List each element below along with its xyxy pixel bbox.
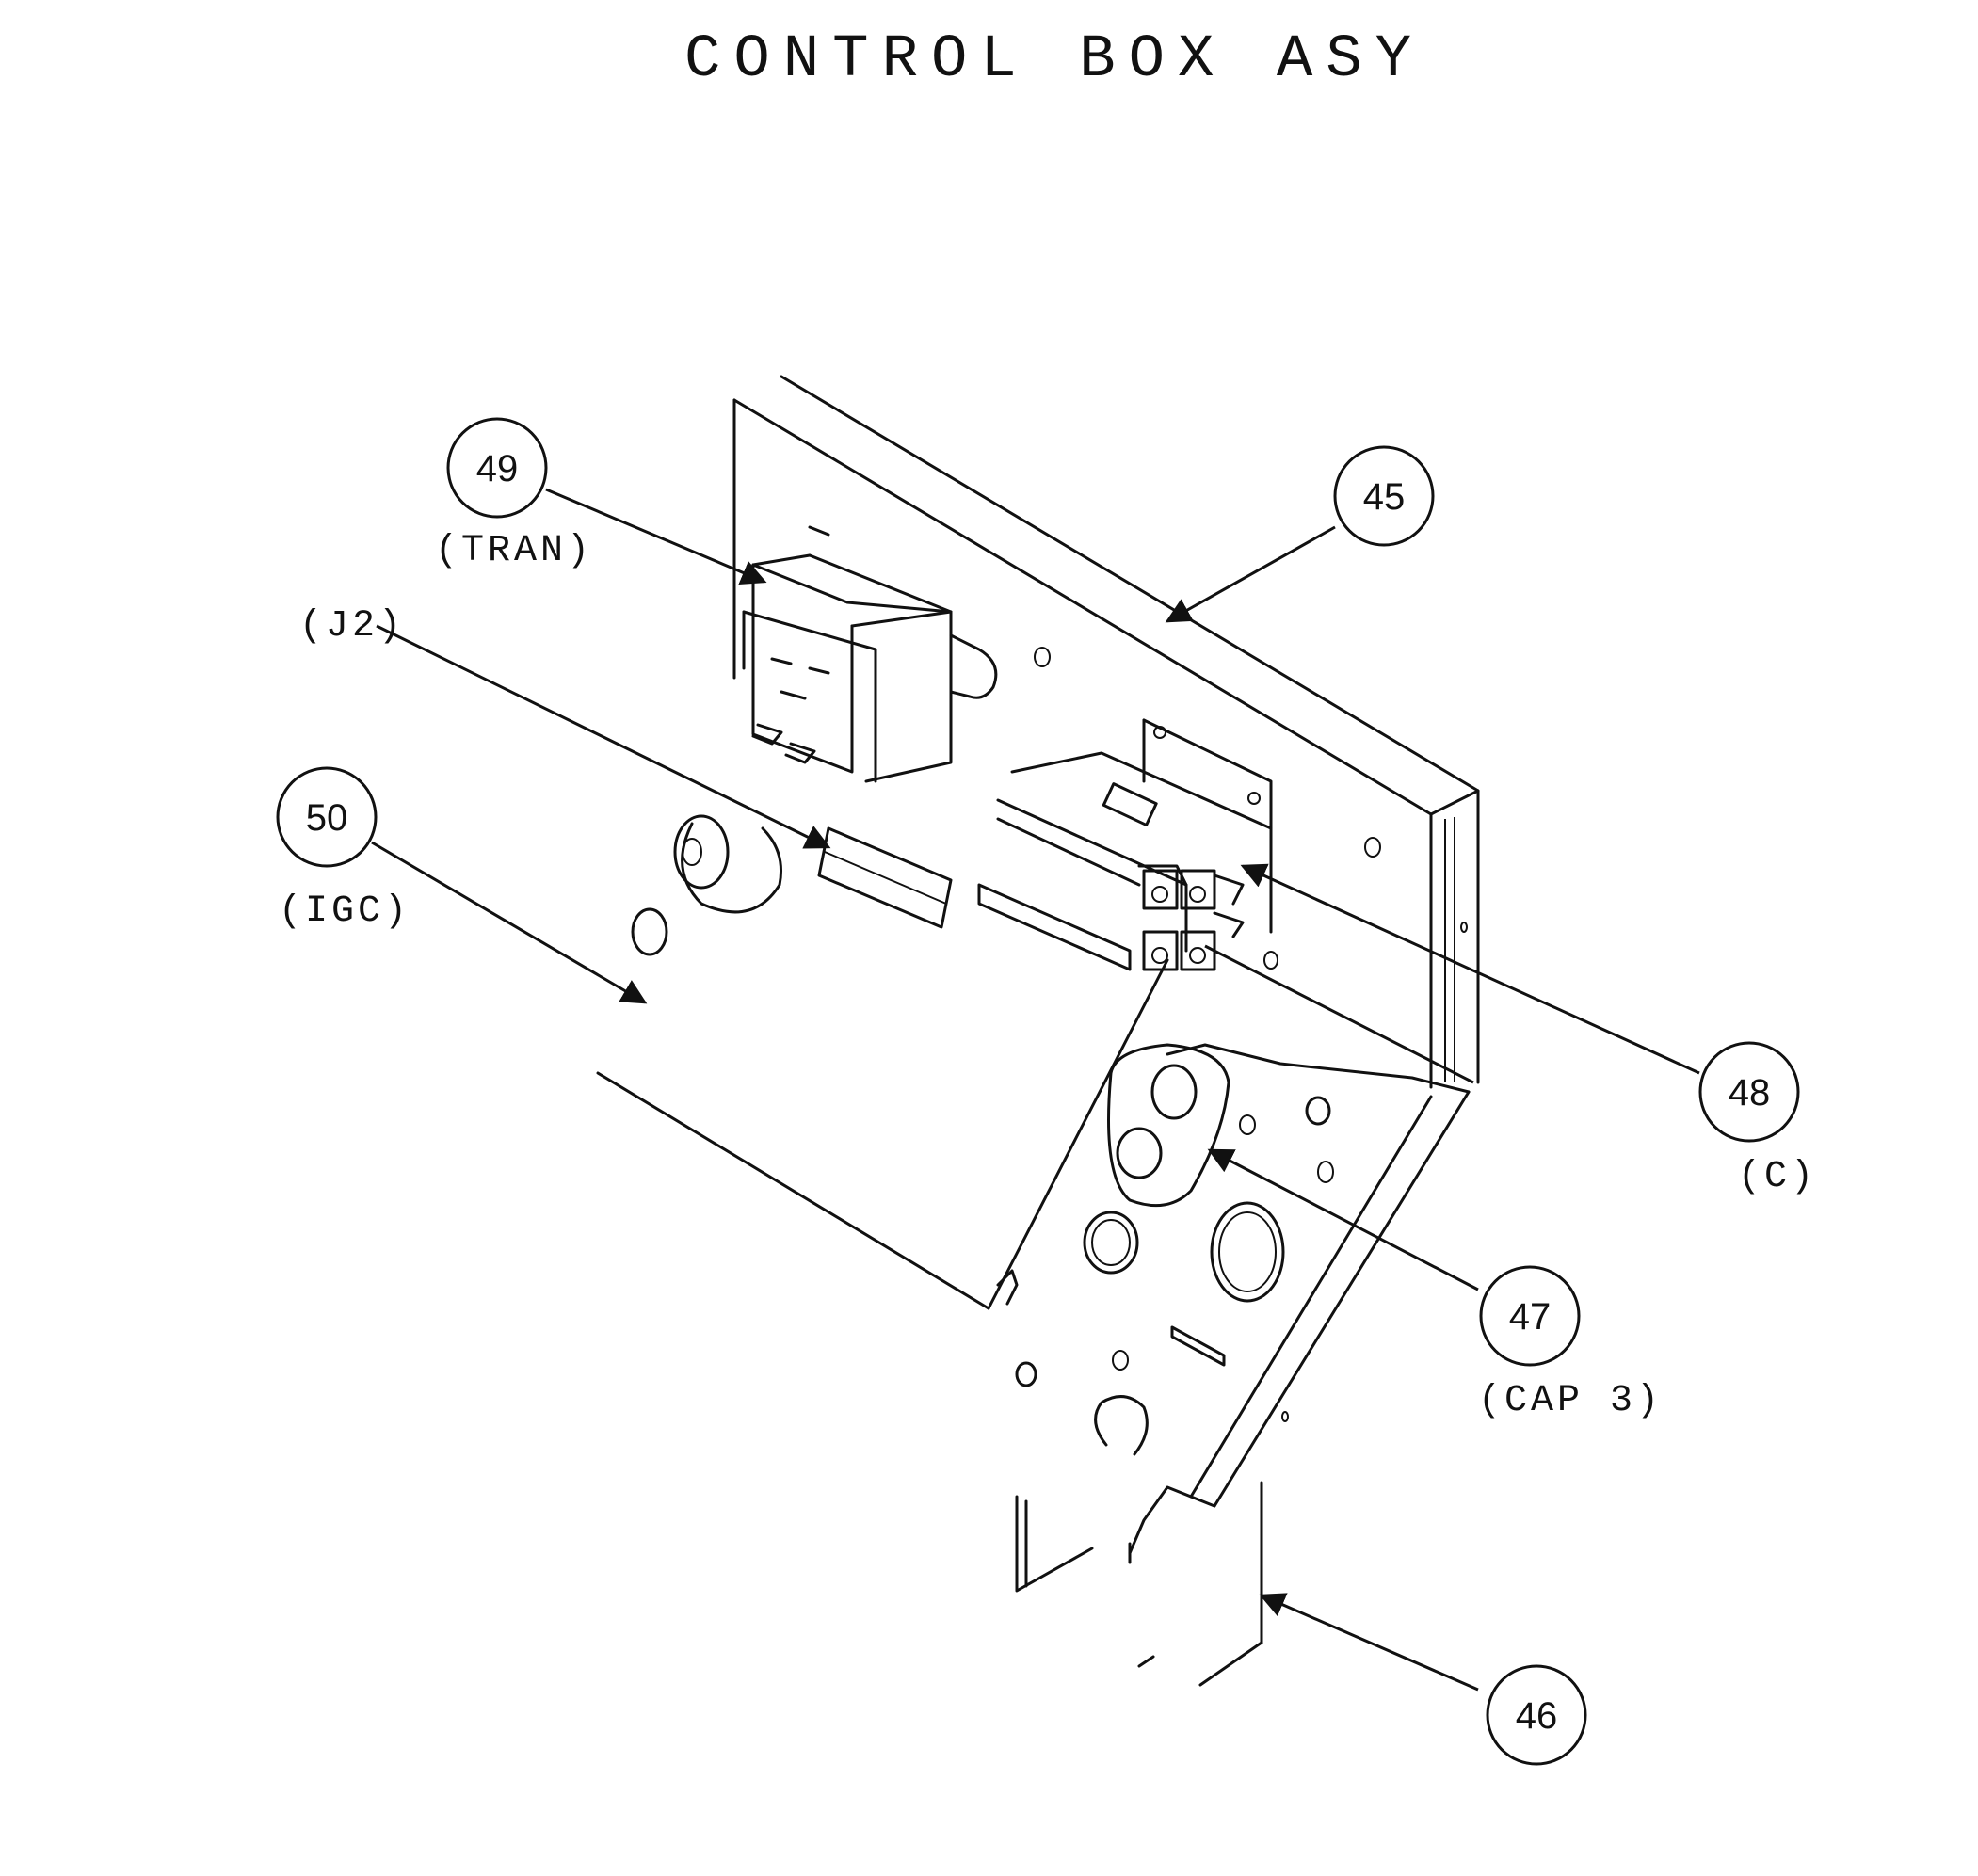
transformer bbox=[742, 525, 998, 783]
callout-45: 45 bbox=[1333, 445, 1435, 547]
diagram-title: CONTROL BOX ASY bbox=[684, 26, 1424, 94]
callout-number: 47 bbox=[1509, 1296, 1552, 1338]
callout-47: 47 (CAP 3) bbox=[1478, 1265, 1663, 1422]
callout-46: 46 bbox=[1486, 1664, 1587, 1766]
callout-caption: (C) bbox=[1738, 1156, 1817, 1198]
callout-number: 46 bbox=[1516, 1695, 1558, 1737]
callout-number: 48 bbox=[1729, 1072, 1771, 1114]
callout-caption: (TRAN) bbox=[435, 530, 593, 572]
callout-50: 50 (IGC) bbox=[276, 766, 410, 933]
igc-board-parts bbox=[596, 814, 990, 1310]
j2-connector bbox=[817, 826, 953, 929]
j2-label: (J2) bbox=[299, 605, 405, 648]
callout-caption: (IGC) bbox=[279, 890, 410, 933]
callout-number: 49 bbox=[476, 448, 519, 489]
callout-48: 48 (C) bbox=[1698, 1041, 1817, 1198]
callout-number: 45 bbox=[1363, 476, 1406, 518]
callout-number: 50 bbox=[306, 797, 348, 839]
back-panel bbox=[732, 375, 1480, 1089]
callout-49: 49 (TRAN) bbox=[435, 417, 593, 572]
callout-leaders bbox=[371, 488, 1700, 1692]
callout-caption: (CAP 3) bbox=[1478, 1380, 1663, 1422]
contactor bbox=[977, 718, 1273, 971]
bottom-panel bbox=[987, 958, 1471, 1687]
